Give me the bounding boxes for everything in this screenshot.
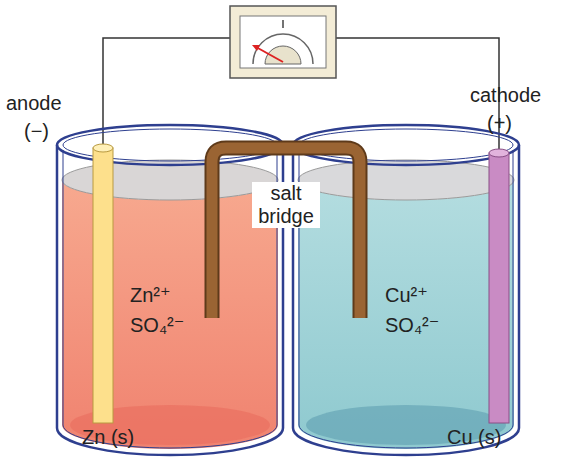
ion-label: Zn²⁺: [130, 284, 171, 307]
electrode-material: Zn (s): [82, 426, 134, 449]
ion-label: SO₄²⁻: [130, 314, 184, 337]
ion-label: SO₄²⁻: [385, 314, 439, 337]
electrode-name: anode: [6, 92, 62, 115]
copper-electrode: [489, 149, 509, 423]
polarity-sign: (+): [487, 112, 512, 135]
anode-beaker: [57, 125, 283, 455]
electrode-name: cathode: [470, 84, 541, 107]
zinc-electrode: [93, 144, 113, 423]
salt-bridge-tube: [212, 148, 360, 318]
voltmeter: [230, 6, 336, 78]
polarity-sign: (−): [24, 120, 49, 143]
part-name: salt bridge: [252, 182, 320, 228]
cathode-beaker: [293, 125, 519, 455]
ion-label: Cu²⁺: [385, 284, 428, 307]
electrode-material: Cu (s): [447, 426, 501, 449]
